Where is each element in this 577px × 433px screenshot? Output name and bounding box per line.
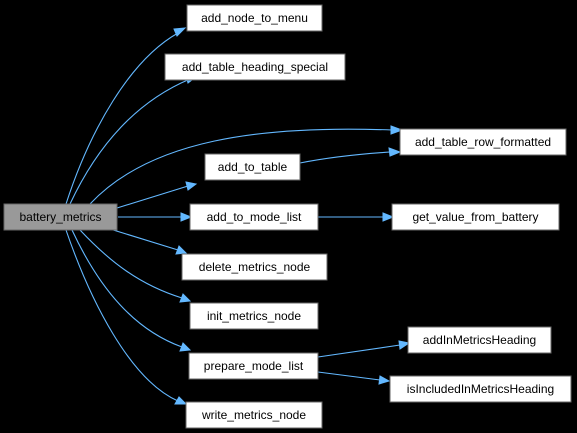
edge-add_to_table-add_table_row_formatted	[299, 147, 402, 164]
node-prepare_mode_list[interactable]: prepare_mode_list	[188, 352, 319, 380]
node-label: add_node_to_menu	[201, 11, 308, 25]
node-write_metrics_node[interactable]: write_metrics_node	[185, 401, 323, 429]
node-add_to_mode_list[interactable]: add_to_mode_list	[189, 203, 319, 231]
node-add_node_to_menu[interactable]: add_node_to_menu	[186, 4, 323, 32]
node-addInMetricsHeading[interactable]: addInMetricsHeading	[407, 326, 552, 354]
edge-prepare_mode_list-isIncludedInMetricsHeading	[317, 371, 391, 385]
node-label: add_to_table	[218, 160, 288, 174]
edge-battery_metrics-write_metrics_node	[65, 229, 188, 405]
node-label: get_value_from_battery	[412, 210, 538, 224]
edge-add_to_mode_list-get_value_from_battery	[318, 212, 395, 222]
node-label: init_metrics_node	[207, 309, 301, 323]
node-isIncludedInMetricsHeading[interactable]: isIncludedInMetricsHeading	[389, 375, 572, 403]
edge-battery_metrics-delete_metrics_node	[109, 228, 188, 255]
edge-battery_metrics-add_table_heading_special	[69, 74, 199, 205]
node-label: addInMetricsHeading	[423, 333, 536, 347]
node-battery_metrics[interactable]: battery_metrics	[3, 203, 118, 231]
node-label: write_metrics_node	[201, 408, 306, 422]
node-init_metrics_node[interactable]: init_metrics_node	[189, 302, 319, 330]
node-add_table_row_formatted[interactable]: add_table_row_formatted	[399, 128, 567, 156]
node-label: battery_metrics	[19, 210, 101, 224]
node-label: add_table_heading_special	[182, 60, 328, 74]
node-get_value_from_battery[interactable]: get_value_from_battery	[391, 203, 560, 231]
node-add_table_heading_special[interactable]: add_table_heading_special	[164, 53, 346, 81]
node-label: delete_metrics_node	[199, 260, 311, 274]
node-label: add_table_row_formatted	[415, 135, 551, 149]
node-label: add_to_mode_list	[207, 210, 302, 224]
node-label: isIncludedInMetricsHeading	[407, 382, 554, 396]
node-delete_metrics_node[interactable]: delete_metrics_node	[181, 253, 328, 281]
edge-battery_metrics-prepare_mode_list	[71, 229, 192, 352]
edge-battery_metrics-add_table_row_formatted	[89, 125, 404, 205]
edge-battery_metrics-add_to_table	[116, 181, 198, 209]
node-label: prepare_mode_list	[204, 359, 304, 373]
edge-battery_metrics-init_metrics_node	[79, 229, 192, 303]
edge-prepare_mode_list-addInMetricsHeading	[317, 340, 411, 358]
edge-battery_metrics-add_node_to_menu	[65, 27, 187, 205]
node-add_to_table[interactable]: add_to_table	[204, 153, 301, 181]
edge-battery_metrics-add_to_mode_list	[118, 212, 193, 222]
